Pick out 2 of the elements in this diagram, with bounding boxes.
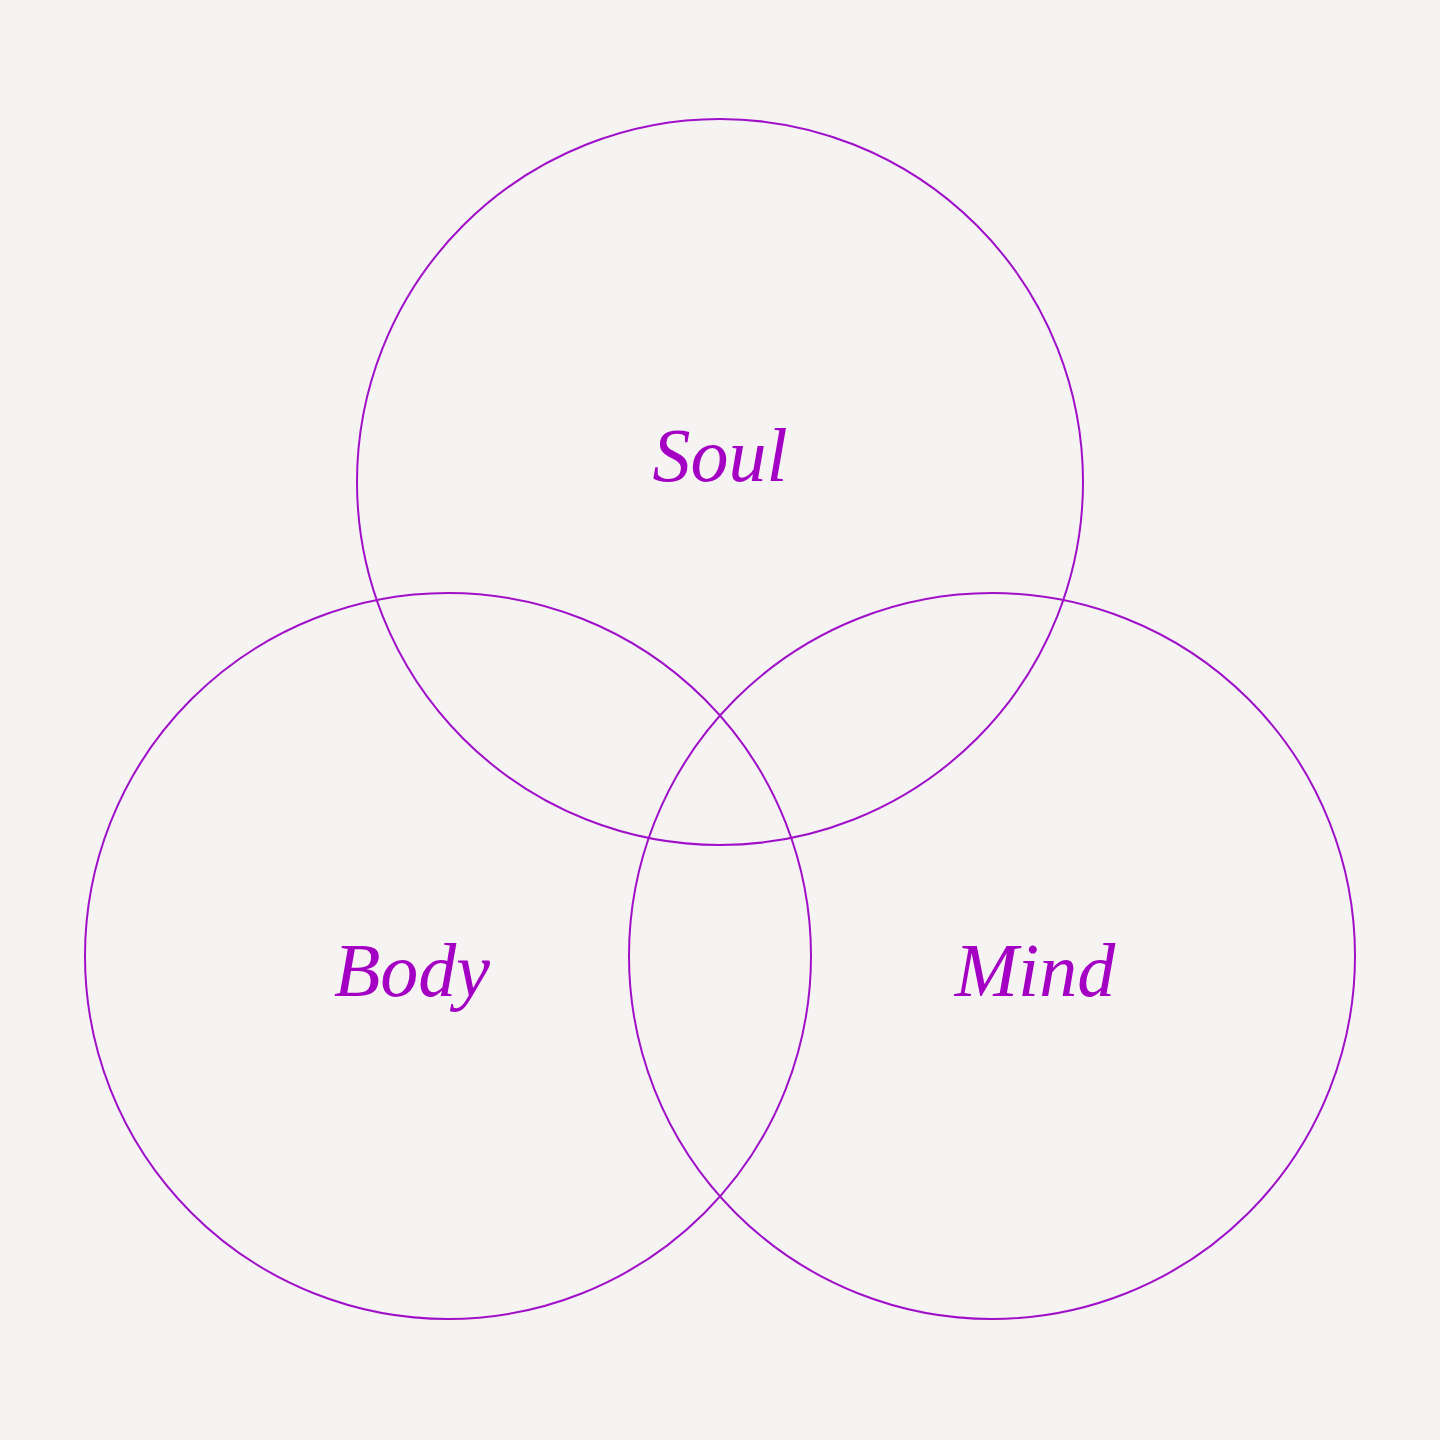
circle-label: Mind <box>954 932 1116 1008</box>
circle-label: Soul <box>652 417 788 493</box>
